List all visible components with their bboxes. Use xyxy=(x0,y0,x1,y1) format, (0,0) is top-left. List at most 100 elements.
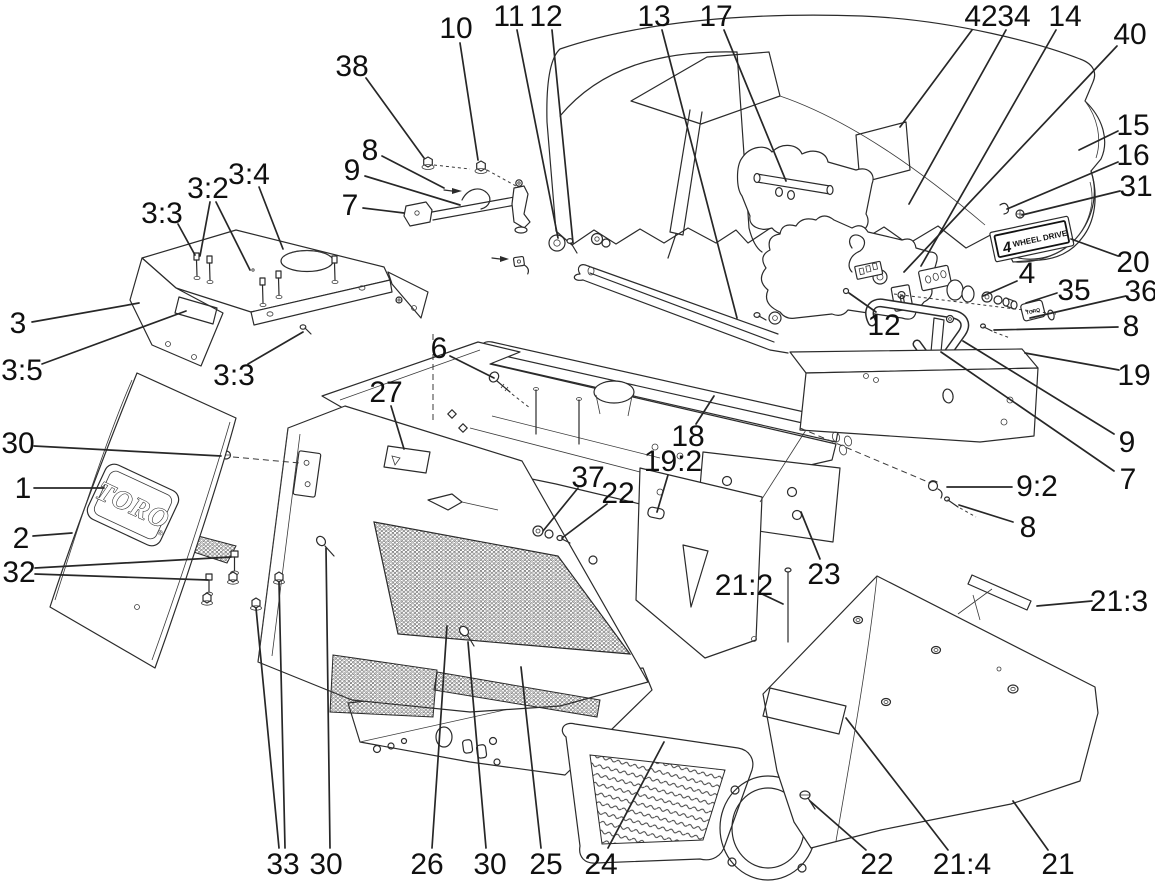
leader-line-13 xyxy=(661,29,738,319)
seat-slide-rail xyxy=(548,232,789,354)
leader-line-3-3 xyxy=(247,331,304,365)
key-switch-cluster: TORO xyxy=(760,215,1057,339)
callout-label-3-3-13: 3:3 xyxy=(141,197,183,230)
toro-reg-mark: ® xyxy=(156,528,165,538)
leader-line-30 xyxy=(325,547,331,849)
callout-label-30-47: 30 xyxy=(309,848,342,881)
warning-decal xyxy=(383,445,431,474)
carriage-bolt xyxy=(488,371,531,409)
callout-label-1-38: 1 xyxy=(15,472,32,505)
callout-label-30-49: 30 xyxy=(473,848,506,881)
leader-line-9 xyxy=(962,340,1115,435)
callout-label-9-25: 9 xyxy=(1119,426,1136,459)
upper-screen xyxy=(373,521,632,655)
leader-line-25 xyxy=(520,666,542,849)
callout-label-8-23: 8 xyxy=(1123,310,1140,343)
frame-side-plate xyxy=(635,429,807,659)
callout-label-14-6: 14 xyxy=(1048,0,1081,33)
lower-screen-left xyxy=(329,654,438,718)
hex-screw xyxy=(204,573,213,597)
callout-label-19-24: 19 xyxy=(1117,359,1150,392)
callout-label-3-5-30: 3:5 xyxy=(1,354,43,387)
flange-nut xyxy=(201,592,213,606)
leader-line-32 xyxy=(34,573,209,581)
leader-line-30 xyxy=(33,445,222,457)
shifter-hump xyxy=(593,380,635,404)
callout-label-7-12: 7 xyxy=(342,189,359,222)
tower-screen-assembly xyxy=(159,405,649,718)
callout-label-40-7: 40 xyxy=(1113,18,1146,51)
hex-screw xyxy=(230,550,239,576)
leader-line-3-5 xyxy=(41,310,187,365)
callout-label-34-5: 34 xyxy=(997,0,1030,33)
fuel-tank-cover xyxy=(129,229,429,367)
callout-label-3-3-32: 3:3 xyxy=(213,359,255,392)
tank-decal-outline xyxy=(174,296,218,325)
leader-line-38 xyxy=(365,77,425,159)
leader-line-4 xyxy=(982,280,1018,297)
callout-label-12-31: 12 xyxy=(867,309,900,342)
callout-label-42-4: 42 xyxy=(964,0,997,33)
rail-end-screw xyxy=(753,312,767,321)
pivot-rod-assembly xyxy=(667,109,874,259)
tank-side-screw xyxy=(299,324,312,335)
leader-line-34 xyxy=(908,29,1007,205)
leader-line-26 xyxy=(431,625,448,849)
callout-label-22-40: 22 xyxy=(601,477,634,510)
hook-screw xyxy=(999,202,1010,215)
leader-line-35 xyxy=(1025,292,1058,304)
callout-label-17-3: 17 xyxy=(699,0,732,33)
leader-line-9 xyxy=(364,175,461,206)
latch-spring xyxy=(461,188,491,210)
leader-line-7 xyxy=(940,351,1115,472)
leader-line-18 xyxy=(695,395,715,425)
callout-label-16-17: 16 xyxy=(1116,139,1149,172)
clip-fastener xyxy=(927,480,977,518)
callout-label-3-29: 3 xyxy=(10,307,27,340)
fwd-number: 4 xyxy=(1000,239,1013,258)
callout-label-31-18: 31 xyxy=(1119,170,1152,203)
leader-line-21-3 xyxy=(1036,600,1093,607)
leader-line-33 xyxy=(255,607,280,849)
fender-pin xyxy=(751,567,792,643)
lower-screen-band xyxy=(433,671,601,718)
callout-label-25-50: 25 xyxy=(529,848,562,881)
callout-label-6-33: 6 xyxy=(431,332,448,365)
callout-label-27-34: 27 xyxy=(369,376,402,409)
callout-label-18-35: 18 xyxy=(671,420,704,453)
leader-line-8 xyxy=(993,326,1119,331)
pivot-rod xyxy=(756,173,831,195)
latch-bracket xyxy=(403,201,433,227)
leader-line-16 xyxy=(1006,161,1119,210)
callout-label-22-52: 22 xyxy=(860,848,893,881)
o-ring xyxy=(1047,309,1055,321)
leader-line-22 xyxy=(561,503,608,539)
callout-label-12-1: 12 xyxy=(529,0,562,33)
callout-label-8-10: 8 xyxy=(362,134,379,167)
frame-rail xyxy=(789,348,1039,483)
callout-label-30-37: 30 xyxy=(1,427,34,460)
upper-latch-cluster xyxy=(403,156,531,275)
callout-label-3-2-14: 3:2 xyxy=(187,172,229,205)
leader-line-6 xyxy=(449,355,495,379)
callout-label-26-48: 26 xyxy=(410,848,443,881)
leader-line-19-2 xyxy=(656,474,669,513)
fender-side-decal-outline xyxy=(762,687,847,735)
leader-line-21-2 xyxy=(761,593,784,605)
tank-corner-bracket xyxy=(387,271,429,319)
frame-slot xyxy=(647,506,665,520)
callout-label-33-46: 33 xyxy=(266,848,299,881)
toothed-plate xyxy=(854,260,884,280)
leader-line-3-4 xyxy=(258,186,284,250)
leader-line-3-2 xyxy=(199,201,211,257)
leader-line-11 xyxy=(516,29,559,239)
toro-side-panel: TORO ® xyxy=(49,372,237,669)
latch-plunger xyxy=(511,179,531,234)
rail-screw xyxy=(566,238,578,254)
callout-label-10-9: 10 xyxy=(439,12,472,45)
callout-label-38-8: 38 xyxy=(335,50,368,83)
callout-label-24-51: 24 xyxy=(584,848,617,881)
hood-decal-outline xyxy=(855,121,911,184)
